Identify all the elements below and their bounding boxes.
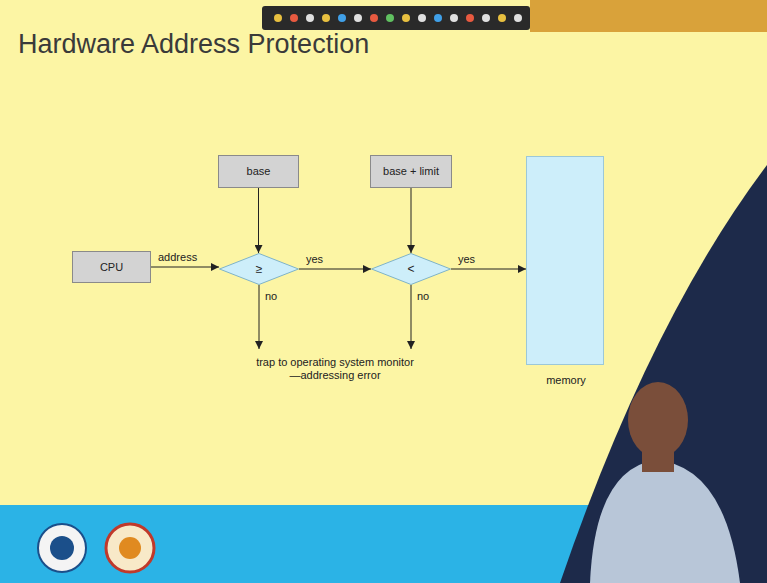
- edge-label: yes: [458, 253, 475, 266]
- branch-label: no: [265, 290, 277, 303]
- edge-label: yes: [306, 253, 323, 266]
- diamond-shape: [372, 254, 451, 285]
- diamond-outline: [219, 253, 299, 285]
- trap-note: trap to operating system monitor—address…: [255, 356, 415, 382]
- no-branch-line: [259, 285, 260, 349]
- register-box: base: [218, 155, 299, 188]
- box-label: base + limit: [383, 165, 439, 178]
- diamond-outline: [371, 253, 451, 285]
- connector-arrow: [411, 188, 412, 253]
- no-branch-line: [411, 285, 412, 349]
- institute-logos: [38, 524, 154, 572]
- orange-band: [530, 0, 767, 32]
- comparison-symbol: <: [407, 263, 414, 276]
- register-box: base + limit: [370, 155, 452, 188]
- diamond-shape: [220, 254, 299, 285]
- toolbar-icons: [274, 14, 522, 22]
- box-label: CPU: [100, 261, 123, 274]
- decision-diamond: ≥: [219, 253, 299, 285]
- comparison-symbol: ≥: [256, 263, 263, 276]
- memory-label: memory: [546, 374, 586, 387]
- cpu-box: CPU: [72, 251, 151, 283]
- decision-diamond: <: [371, 253, 451, 285]
- memory-block: memory: [526, 156, 604, 365]
- slide-title: Hardware Address Protection: [18, 28, 369, 60]
- connector-arrow: [151, 267, 219, 268]
- edge-label: address: [158, 251, 197, 264]
- toolbar: [262, 6, 530, 30]
- connector-arrow: [258, 188, 259, 253]
- connector-arrow: [451, 269, 526, 270]
- box-label: base: [247, 165, 271, 178]
- navy-swoosh: [560, 165, 767, 583]
- presenter: [590, 382, 740, 583]
- connector-arrow: [299, 269, 371, 270]
- branch-label: no: [417, 290, 429, 303]
